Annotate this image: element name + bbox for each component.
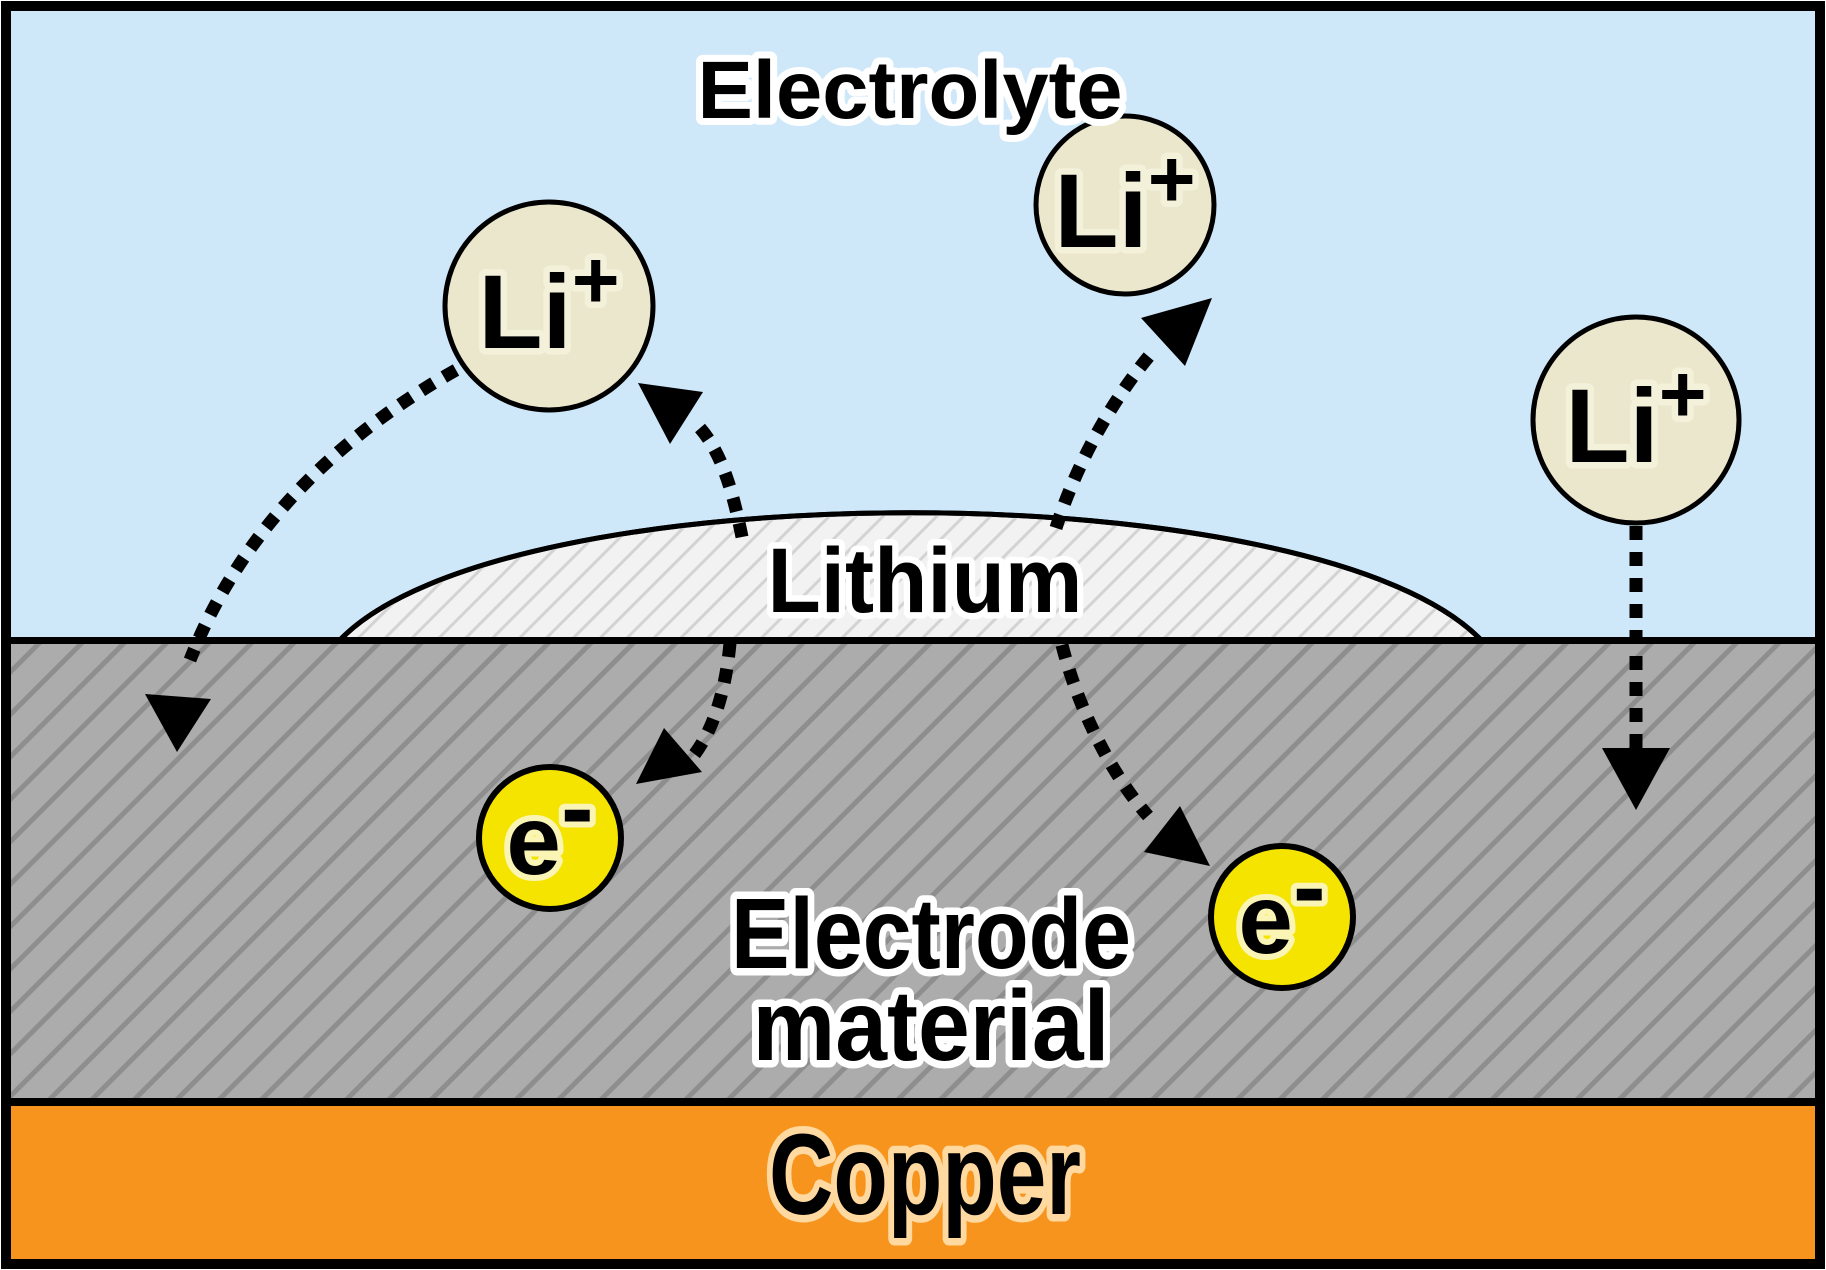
electron-1-symbol: e [506, 785, 561, 895]
ion-1-label: Li+ [478, 235, 619, 371]
electron-2-charge: - [1293, 831, 1326, 941]
lithium-deposit [333, 510, 1488, 644]
lithium-label: Lithium [768, 530, 1083, 632]
electron-2-label: e- [1238, 831, 1325, 974]
arrowhead-ion-into-electrode-left [145, 694, 211, 752]
arrowhead-electron-left [636, 728, 702, 784]
ion-circle-2 [1033, 113, 1217, 297]
arrowhead-stripping-to-ion2 [1141, 298, 1212, 366]
electrode-copper-boundary [9, 1098, 1817, 1106]
electrolyte-label: Electrolyte [698, 45, 1123, 136]
arrow-dashes-group [183, 350, 1643, 821]
arrow-stripping-to-ion1-path [694, 423, 749, 539]
arrow-ion-into-electrode-left-path [183, 364, 460, 663]
electron-circle-1 [476, 764, 624, 912]
copper-region [9, 1102, 1817, 1262]
electrode-label: Electrode material [724, 871, 1139, 1090]
electron-1-charge: - [561, 752, 594, 862]
electron-2-symbol: e [1238, 864, 1293, 974]
arrow-heads-group [145, 298, 1670, 866]
ion-1-charge: + [572, 235, 620, 326]
ion-3-label: Li+ [1565, 349, 1706, 485]
ion-circle-1 [442, 199, 656, 413]
electrode-region-hatch [9, 640, 1817, 1105]
ion-circle-3 [1530, 314, 1742, 526]
arrow-electron-right-path [1055, 643, 1153, 821]
electrode-label-line1: Electrode [731, 878, 1131, 990]
ion-2-label: Li+ [1054, 134, 1195, 270]
arrowhead-ion-into-electrode-right [1602, 748, 1670, 810]
ion-2-charge: + [1148, 134, 1196, 225]
copper-label: Copper [769, 1111, 1081, 1239]
electron-circle-2 [1208, 843, 1356, 991]
ion-2-symbol: Li [1054, 153, 1147, 270]
ion-1-symbol: Li [478, 254, 571, 371]
ion-3-charge: + [1659, 349, 1707, 440]
arrow-electron-left-path [684, 642, 737, 765]
arrowhead-stripping-to-ion1 [638, 383, 703, 444]
electrolyte-electrode-boundary [9, 637, 1817, 644]
ion-3-symbol: Li [1565, 368, 1658, 485]
electron-1-label: e- [506, 752, 593, 895]
arrowhead-electron-right [1144, 806, 1210, 866]
electrode-label-line2: material [753, 970, 1110, 1082]
